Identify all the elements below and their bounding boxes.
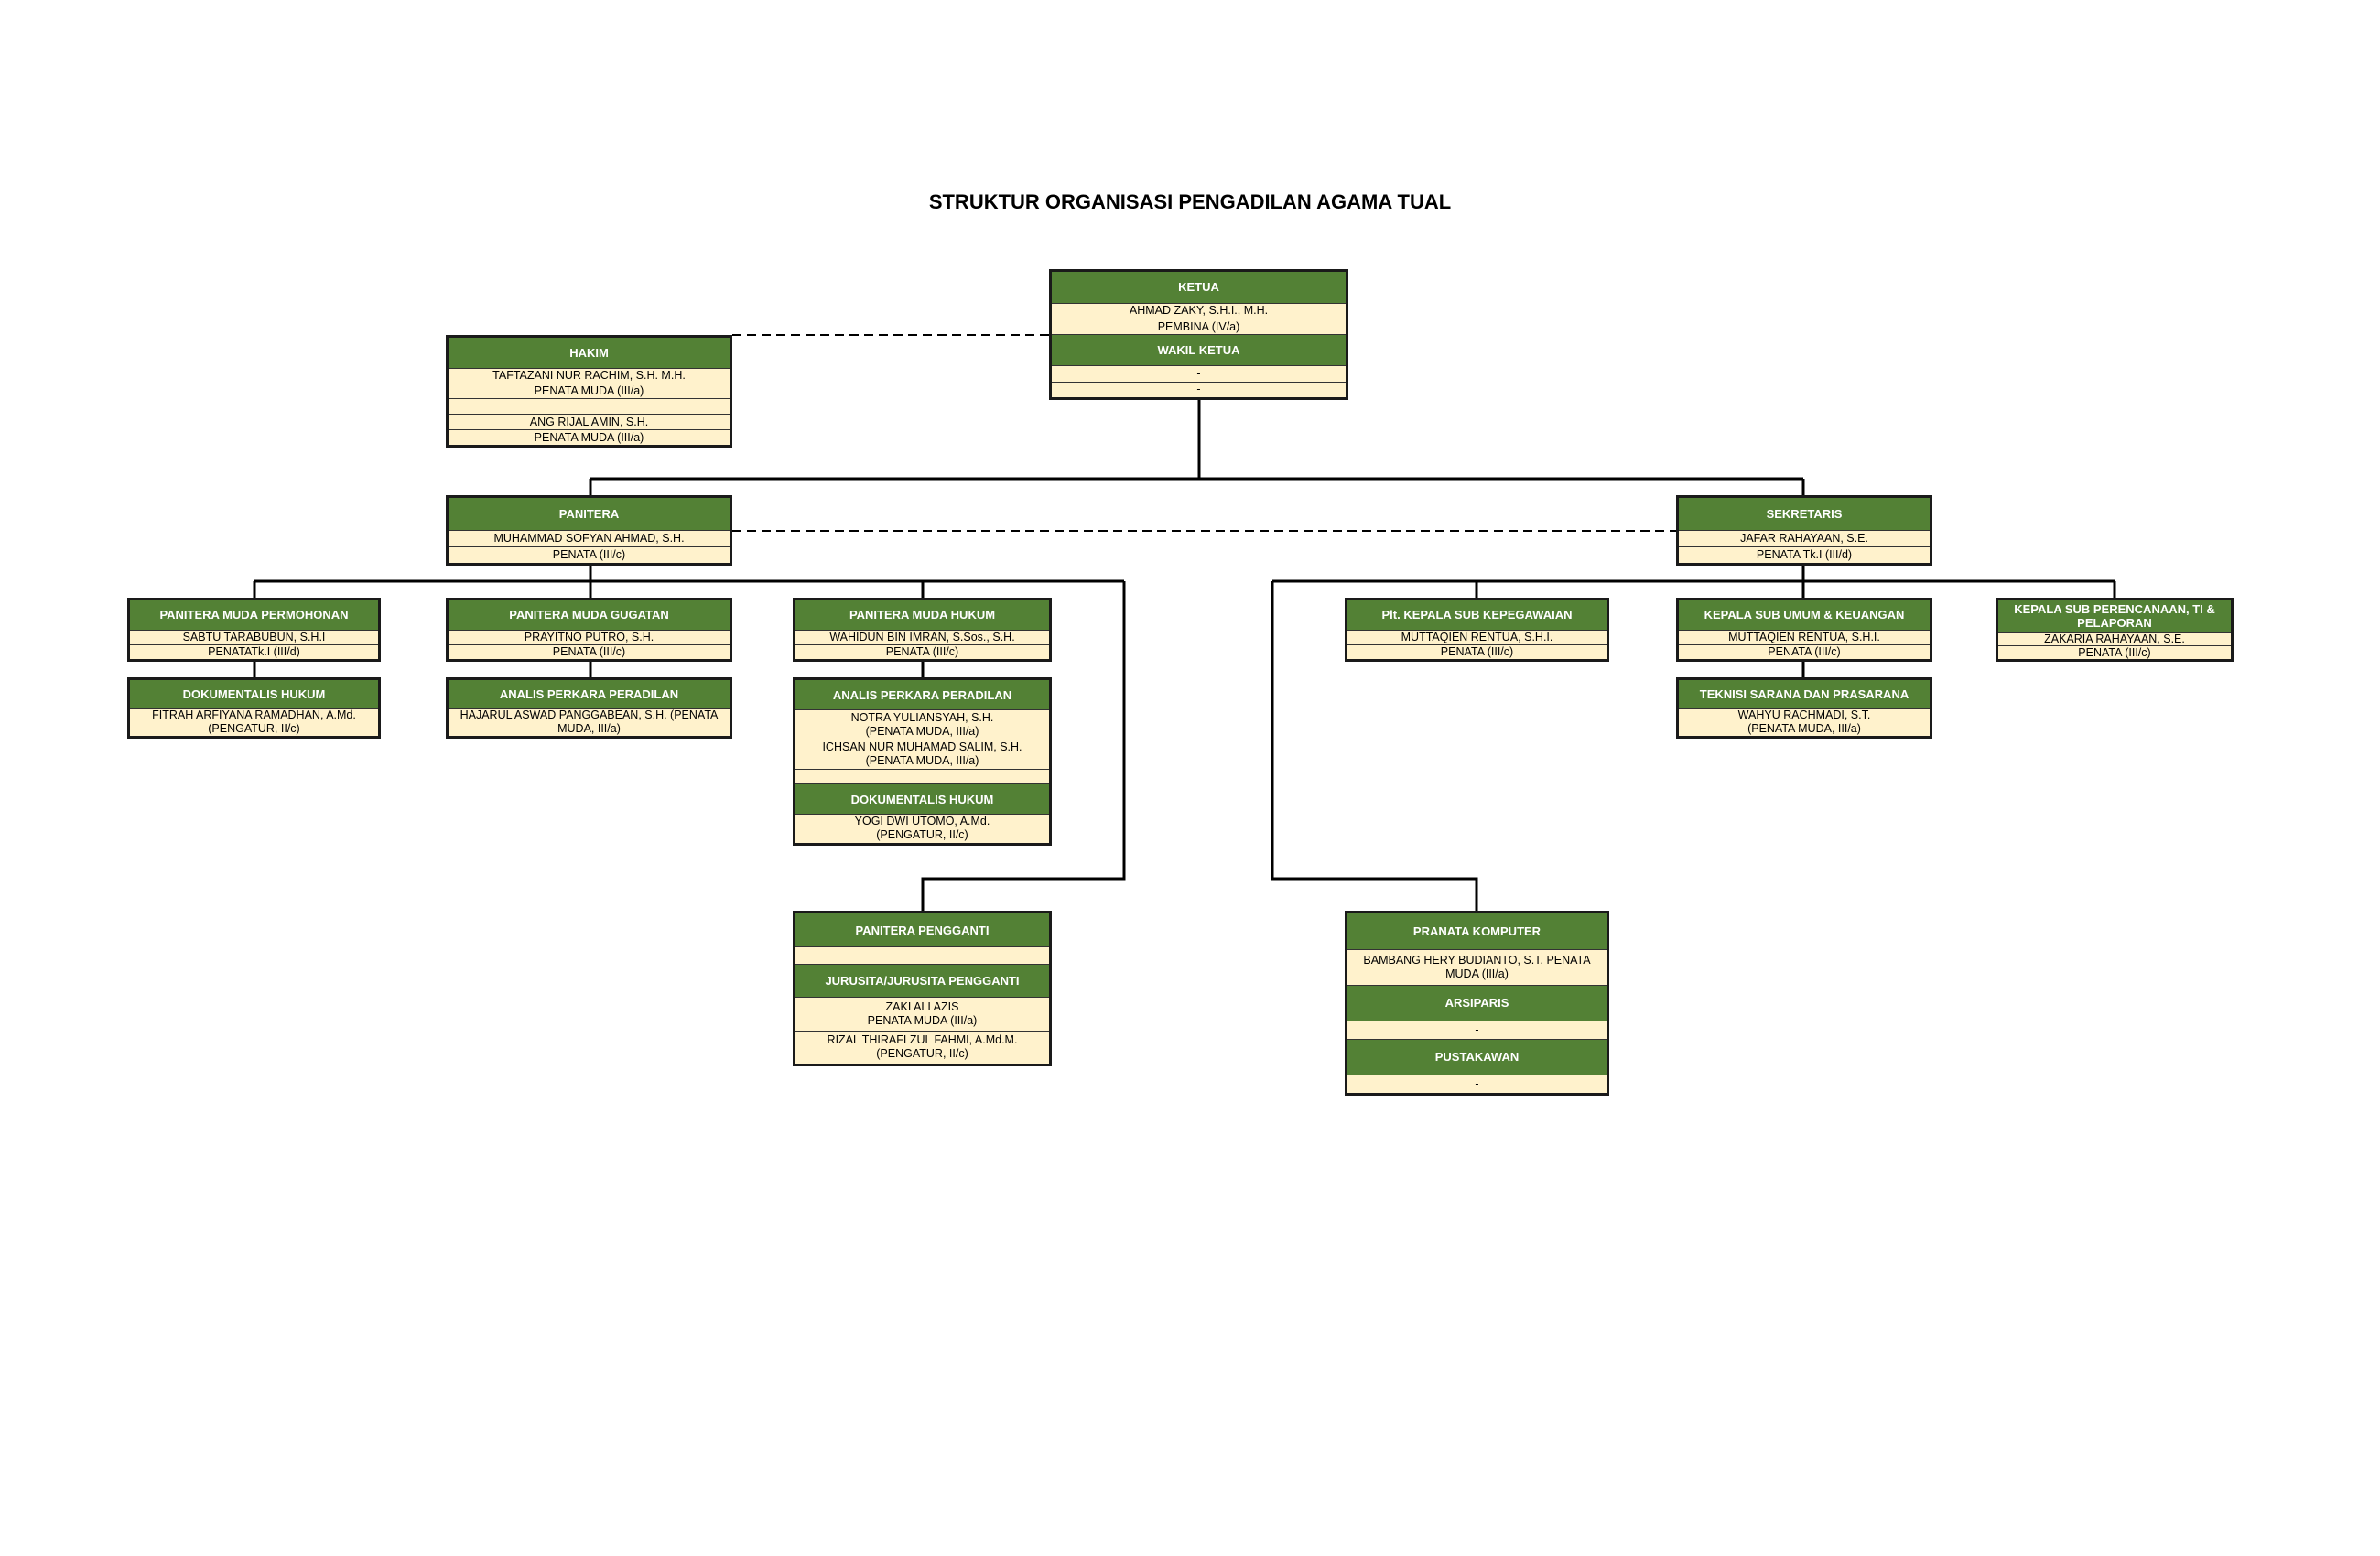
staff-entry: JAFAR RAHAYAAN, S.E. (1679, 529, 1930, 546)
staff-entry: HAJARUL ASWAD PANGGABEAN, S.H. (PENATA M… (449, 708, 730, 737)
staff-entry: PENATA Tk.I (III/d) (1679, 546, 1930, 563)
staff-entry: MUTTAQIEN RENTUA, S.H.I. (1347, 629, 1606, 644)
position-title: ANALIS PERKARA PERADILAN (449, 680, 730, 708)
position-title: ARSIPARIS (1347, 984, 1606, 1021)
staff-entry: - (795, 946, 1049, 964)
position-title: DOKUMENTALIS HUKUM (130, 680, 378, 708)
staff-entry: MUTTAQIEN RENTUA, S.H.I. (1679, 629, 1930, 644)
staff-entry: AHMAD ZAKY, S.H.I., M.H. (1052, 302, 1346, 319)
position-title: PRANATA KOMPUTER (1347, 913, 1606, 949)
staff-entry: PENATATk.I (III/d) (130, 643, 378, 659)
staff-entry (795, 768, 1049, 784)
staff-entry: BAMBANG HERY BUDIANTO, S.T. PENATA MUDA … (1347, 948, 1606, 985)
position-title: PANITERA (449, 498, 730, 530)
staff-entry: RIZAL THIRAFI ZUL FAHMI, A.Md.M. (PENGAT… (795, 1030, 1049, 1064)
position-title: JURUSITA/JURUSITA PENGGANTI (795, 964, 1049, 998)
staff-entry: PENATA (III/c) (449, 546, 730, 563)
position-title: DOKUMENTALIS HUKUM (795, 783, 1049, 814)
position-title: SEKRETARIS (1679, 498, 1930, 530)
staff-entry: ZAKI ALI AZIS PENATA MUDA (III/a) (795, 997, 1049, 1030)
staff-entry: ANG RIJAL AMIN, S.H. (449, 414, 730, 429)
position-title: HAKIM (449, 338, 730, 368)
staff-entry: PENATA (III/c) (449, 643, 730, 659)
staff-entry: PENATA MUDA (III/a) (449, 383, 730, 399)
staff-entry: MUHAMMAD SOFYAN AHMAD, S.H. (449, 529, 730, 546)
position-title: WAKIL KETUA (1052, 334, 1346, 366)
staff-entry: PENATA (III/c) (795, 643, 1049, 659)
staff-entry: PRAYITNO PUTRO, S.H. (449, 629, 730, 644)
position-title: PANITERA MUDA HUKUM (795, 600, 1049, 630)
staff-entry: PENATA (III/c) (1998, 645, 2231, 659)
chart-title: STRUKTUR ORGANISASI PENGADILAN AGAMA TUA… (928, 190, 1452, 213)
position-title: TEKNISI SARANA DAN PRASARANA (1679, 680, 1930, 708)
staff-entry: PEMBINA (IV/a) (1052, 319, 1346, 334)
staff-entry: PENATA (III/c) (1679, 643, 1930, 659)
position-title: KEPALA SUB UMUM & KEUANGAN (1679, 600, 1930, 630)
staff-entry: TAFTAZANI NUR RACHIM, S.H. M.H. (449, 367, 730, 384)
staff-entry: PENATA MUDA (III/a) (449, 429, 730, 445)
staff-entry: - (1347, 1020, 1606, 1039)
staff-entry: SABTU TARABUBUN, S.H.I (130, 629, 378, 644)
staff-entry: WAHIDUN BIN IMRAN, S.Sos., S.H. (795, 629, 1049, 644)
position-title: KEPALA SUB PERENCANAAN, TI & PELAPORAN (1998, 600, 2231, 632)
position-title: KETUA (1052, 272, 1346, 303)
staff-entry: PENATA (III/c) (1347, 643, 1606, 659)
staff-entry: NOTRA YULIANSYAH, S.H. (PENATA MUDA, III… (795, 709, 1049, 739)
staff-entry (449, 398, 730, 414)
position-title: Plt. KEPALA SUB KEPEGAWAIAN (1347, 600, 1606, 630)
staff-entry: YOGI DWI UTOMO, A.Md. (PENGATUR, II/c) (795, 813, 1049, 843)
position-title: PANITERA PENGGANTI (795, 913, 1049, 947)
staff-entry: - (1347, 1074, 1606, 1093)
staff-entry: ZAKARIA RAHAYAAN, S.E. (1998, 632, 2231, 646)
position-title: PUSTAKAWAN (1347, 1038, 1606, 1075)
staff-entry: WAHYU RACHMADI, S.T. (PENATA MUDA, III/a… (1679, 708, 1930, 737)
position-title: PANITERA MUDA PERMOHONAN (130, 600, 378, 630)
panitera-pengganti-box: PANITERA PENGGANTI-JURUSITA/JURUSITA PEN… (793, 911, 1052, 1066)
position-title: PANITERA MUDA GUGATAN (449, 600, 730, 630)
staff-entry: - (1052, 365, 1346, 381)
staff-entry: ICHSAN NUR MUHAMAD SALIM, S.H. (PENATA M… (795, 739, 1049, 769)
position-title: ANALIS PERKARA PERADILAN (795, 680, 1049, 710)
staff-entry: FITRAH ARFIYANA RAMADHAN, A.Md. (PENGATU… (130, 708, 378, 737)
staff-entry: - (1052, 381, 1346, 397)
